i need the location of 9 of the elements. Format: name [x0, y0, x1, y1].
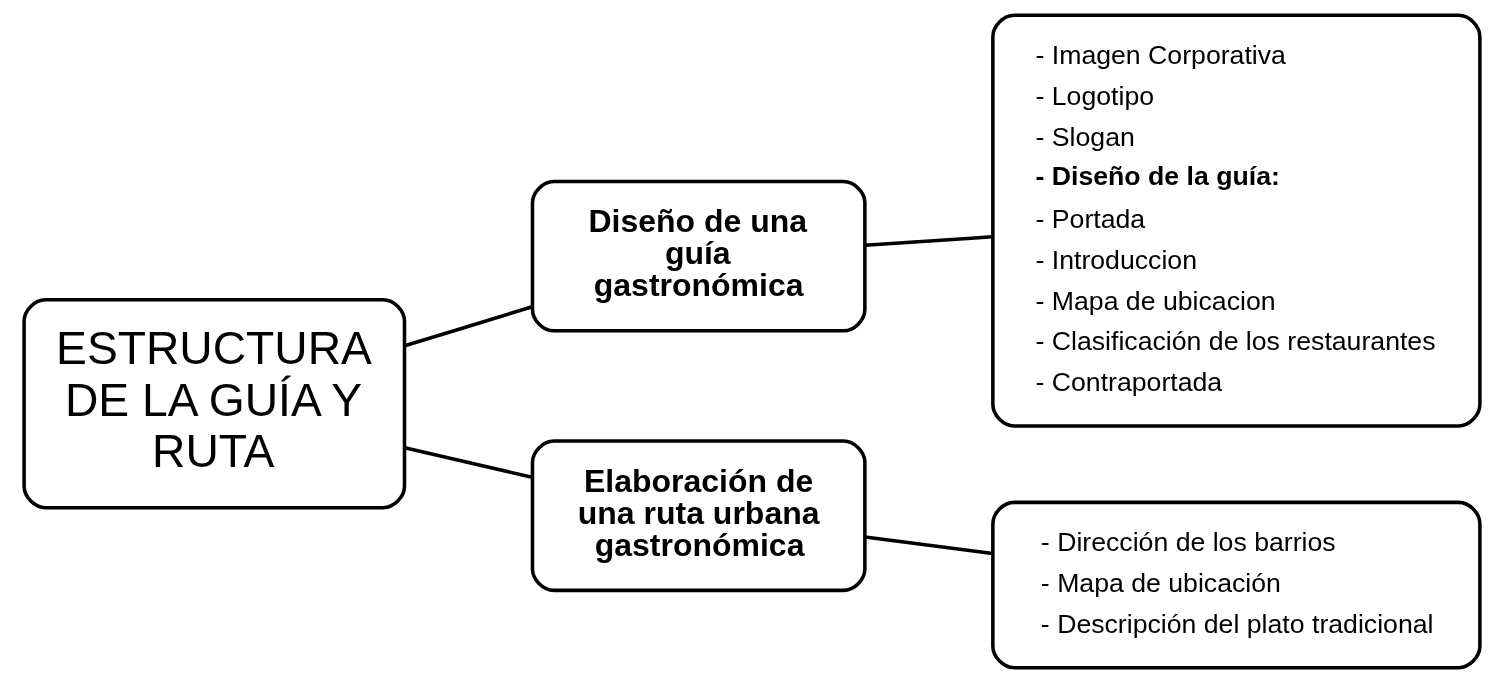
connector — [864, 234, 993, 247]
connector — [404, 445, 533, 480]
node-box: - Imagen Corporativa - Logotipo - Slogan - Diseño de la guía: - Portada - Introduccion - Mapa de ubicacion - Clasificación de los restaurantes - Contraportada — [991, 13, 1482, 428]
connector — [404, 305, 533, 348]
connector — [864, 535, 993, 556]
node-box: Diseño de una guía gastronómica — [530, 179, 867, 333]
node-box: ESTRUCTURA DE LA GUÍA Y RUTA — [22, 297, 407, 510]
node-box: - Dirección de los barrios - Mapa de ubicación - Descripción del plato tradicional — [991, 500, 1482, 670]
node-box: Elaboración de una ruta urbana gastronómica — [530, 439, 867, 593]
